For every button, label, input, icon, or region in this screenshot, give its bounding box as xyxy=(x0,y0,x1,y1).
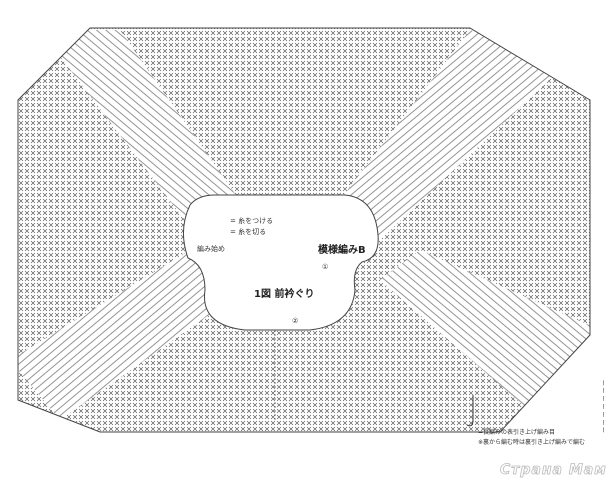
watermark: Страна Мам xyxy=(500,462,607,479)
neck-opening xyxy=(183,194,379,331)
pattern-label: 模様編みB xyxy=(318,245,366,256)
legend-line-1: =長編みの表引き上げ編み目 xyxy=(478,429,556,436)
post-stitch-symbol xyxy=(466,395,474,427)
side-text: ー ー ー ー ー ー ー xyxy=(599,380,606,434)
legend-line-2: ※裏から編む時は裏引き上げ編みで編む xyxy=(478,439,586,446)
attach-yarn-label: = 糸をつける xyxy=(230,217,274,225)
start-label: 編み始め xyxy=(197,245,225,253)
marker-1: ① xyxy=(322,263,329,271)
cut-yarn-label: = 糸を切る xyxy=(230,228,267,236)
marker-2: ② xyxy=(292,317,299,325)
diagram-title: 1図 前衿ぐり xyxy=(254,289,315,300)
outer-edge xyxy=(17,27,591,433)
